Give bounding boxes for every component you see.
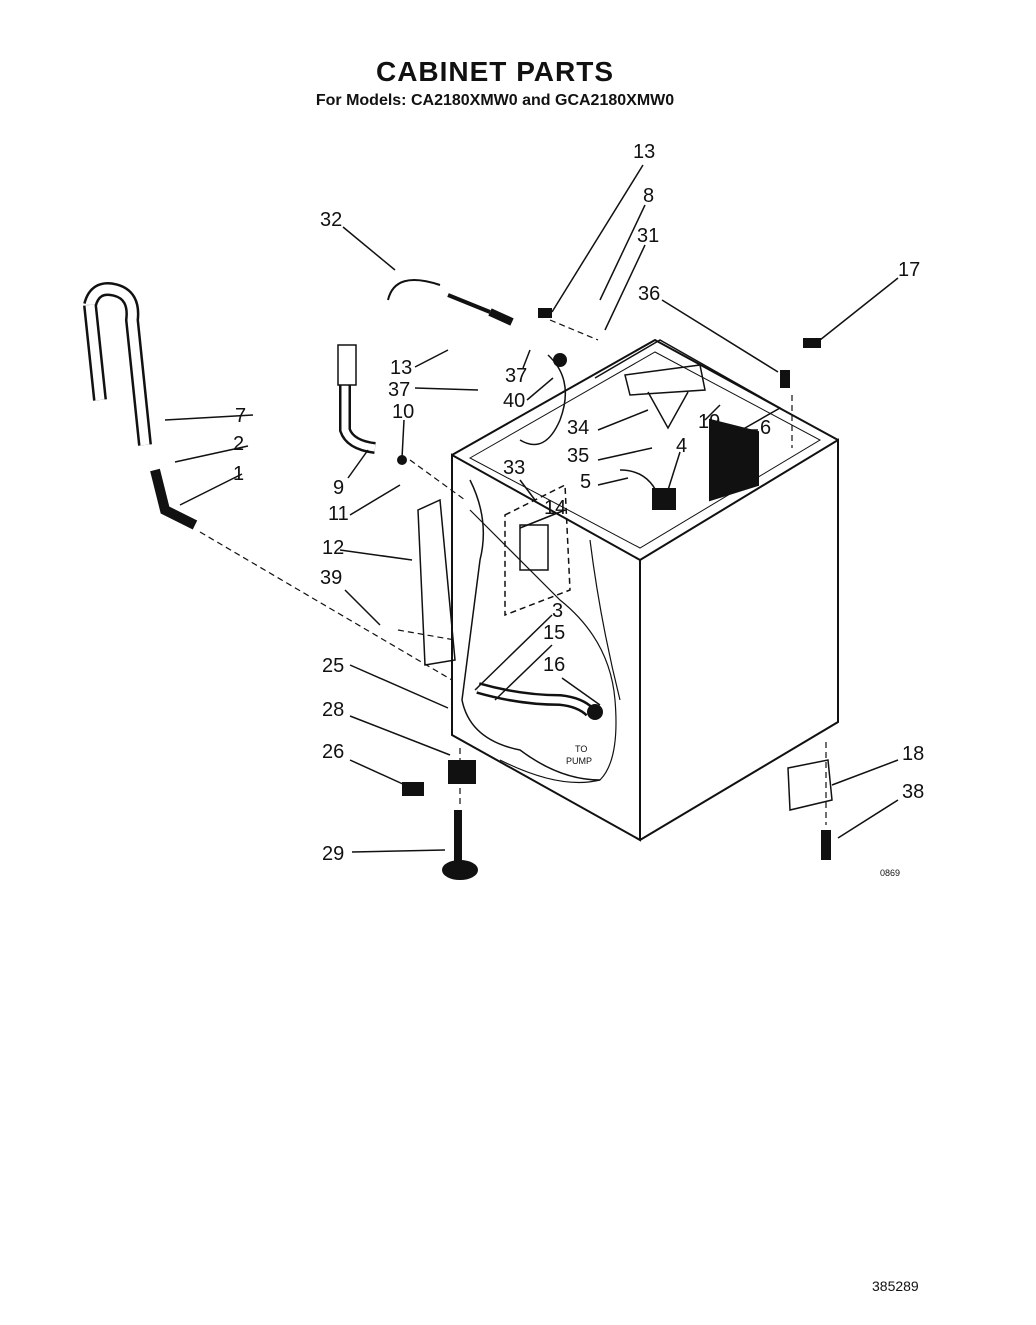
callout-32: 32: [320, 209, 342, 231]
callout-11: 11: [328, 503, 349, 525]
callout-39: 39: [320, 567, 342, 589]
callout-14: 14: [544, 497, 566, 519]
callout-13a: 13: [633, 141, 655, 163]
callout-15: 15: [543, 622, 565, 644]
page-title: CABINET PARTS: [375, 56, 615, 87]
callout-16: 16: [543, 654, 565, 676]
pressure-switch-4: [652, 488, 676, 510]
clip-26: [402, 782, 424, 796]
switch-14: [519, 524, 549, 571]
callout-38: 38: [902, 781, 924, 803]
callout-3: 3: [552, 600, 563, 622]
callout-6: 6: [760, 417, 771, 439]
callout-31: 31: [637, 225, 659, 247]
cabinet-side-panel: [639, 438, 839, 841]
callout-19: 19: [698, 411, 720, 433]
callout-12: 12: [322, 537, 344, 559]
to-pump-label-line2: PUMP: [566, 756, 592, 766]
wire-harness-32: [387, 279, 441, 301]
page-number: 385289: [872, 1278, 919, 1294]
callout-5: 5: [580, 471, 591, 493]
callout-34: 34: [567, 417, 589, 439]
callout-33: 33: [503, 457, 525, 479]
page-subtitle: For Models: CA2180XMW0 and GCA2180XMW0: [315, 92, 675, 109]
callout-1: 1: [233, 463, 244, 485]
washer-10: [397, 455, 407, 465]
screw-13: [538, 308, 552, 318]
switch-box-outline: [504, 483, 571, 617]
callout-18: 18: [902, 743, 924, 765]
callout-17: 17: [898, 259, 920, 281]
callout-36: 36: [638, 283, 660, 305]
callout-9: 9: [333, 477, 344, 499]
callout-28: 28: [322, 699, 344, 721]
callout-7: 7: [235, 405, 246, 427]
bracket-12: [417, 498, 456, 666]
bracket-18: [787, 759, 833, 811]
callout-10: 10: [392, 401, 414, 423]
callout-40: 40: [503, 390, 525, 412]
callout-35: 35: [567, 445, 589, 467]
callout-25: 25: [322, 655, 344, 677]
callout-29: 29: [322, 843, 344, 865]
clip-16: [587, 704, 603, 720]
cutaway-outline: [469, 509, 617, 784]
callout-2: 2: [233, 433, 244, 455]
diagram-code: 0869: [880, 868, 900, 878]
callout-4: 4: [676, 435, 687, 457]
connector-40: [553, 353, 567, 367]
cap-part: [337, 344, 357, 386]
bracket-28: [448, 760, 476, 784]
to-pump-label-line1: TO: [575, 744, 587, 754]
callout-13b: 13: [390, 357, 412, 379]
callout-8: 8: [643, 185, 654, 207]
callout-26: 26: [322, 741, 344, 763]
fitting-1: [150, 468, 198, 530]
callout-37b: 37: [388, 379, 410, 401]
screw-36: [780, 370, 790, 388]
panel-6: [709, 418, 759, 502]
callout-37a: 37: [505, 365, 527, 387]
clip-17: [803, 338, 821, 348]
